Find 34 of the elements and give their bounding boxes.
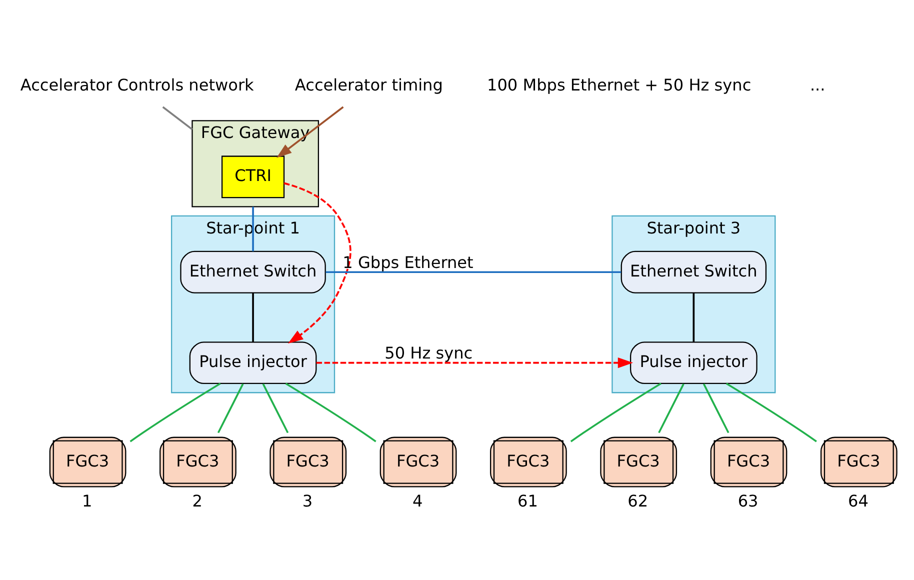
node-box: Ethernet Switch: [620, 250, 767, 293]
connector: [162, 106, 193, 130]
connector: [217, 383, 244, 433]
node-label: 4: [412, 490, 423, 510]
arrow: [284, 182, 352, 344]
connector: [726, 382, 817, 442]
arrow: [276, 106, 344, 158]
node-label: 2: [192, 490, 202, 510]
node-label: 61: [518, 490, 538, 510]
edge-label: 1 Gbps Ethernet: [342, 252, 474, 272]
node-text: Accelerator Controls network: [20, 74, 254, 94]
connector: [285, 382, 376, 442]
node-label: 62: [628, 490, 648, 510]
arrow: [316, 356, 634, 368]
node-label: 64: [848, 490, 868, 510]
connector: [130, 382, 221, 442]
connector: [252, 292, 254, 342]
connector: [692, 292, 695, 342]
node-label: 1: [82, 490, 92, 510]
connector: [658, 383, 684, 433]
label: 100 Mbps Ethernet + 50 Hz sync: [487, 74, 752, 94]
edge-label: 50 Hz sync: [384, 342, 473, 362]
node-box: Pulse injector: [630, 341, 758, 384]
connector: [570, 382, 662, 442]
connector: [702, 383, 730, 433]
connector: [262, 383, 289, 433]
label: ...: [810, 74, 826, 94]
node-box: Ethernet Switch: [180, 250, 326, 293]
node-box: CTRI: [221, 155, 285, 198]
node-label: 3: [302, 490, 313, 510]
node-text: Accelerator timing: [294, 74, 443, 94]
node-box: Pulse injector: [189, 341, 317, 384]
node-label: 63: [738, 490, 758, 510]
connector: [326, 270, 622, 273]
